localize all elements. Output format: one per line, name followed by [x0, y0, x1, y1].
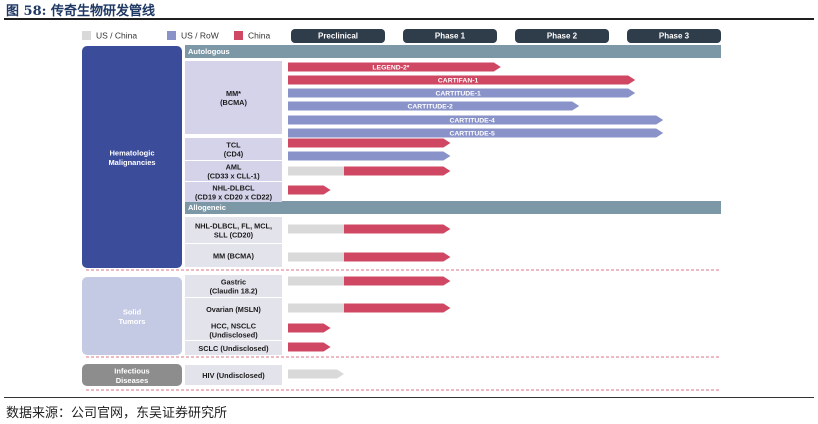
phase-label-0: Preclinical [318, 32, 358, 41]
program-bar-6 [288, 138, 451, 148]
target-label-8: HCC, NSCLC(Undisclosed) [209, 322, 258, 340]
program-bar-5 [288, 128, 664, 138]
program-name-1: CARTIFAN-1 [438, 78, 479, 85]
target-box-7 [185, 298, 282, 320]
bottom-rule [4, 397, 814, 398]
program-bar-3 [288, 101, 580, 111]
target-label-2: AML(CD33 x CLL-1) [207, 163, 260, 181]
program-bar-4 [288, 115, 664, 125]
legend-swatch-us_china [82, 31, 91, 40]
program-bar-base-10 [288, 224, 344, 234]
program-name-2: CARTITUDE-1 [435, 91, 481, 98]
target-label-0: MM*(BCMA) [220, 89, 247, 107]
section-label-1: Allogeneic [188, 203, 226, 212]
target-label-5: MM (BCMA) [213, 252, 255, 261]
section-bar-1 [185, 201, 721, 214]
section-bar-0 [185, 45, 721, 58]
category-block-0 [82, 46, 182, 268]
phase-header-3 [627, 29, 721, 43]
program-bar-13 [344, 303, 451, 313]
target-box-2 [185, 161, 282, 181]
category-block-2 [82, 364, 182, 386]
legend-swatch-us_row [167, 31, 176, 40]
phase-label-1: Phase 1 [435, 32, 466, 41]
program-bar-7 [288, 151, 451, 161]
program-name-0: LEGEND-2* [372, 65, 409, 72]
program-bar-15 [288, 342, 331, 352]
target-box-1 [185, 138, 282, 160]
category-block-1 [82, 277, 182, 355]
program-bar-2 [288, 88, 636, 98]
target-box-9 [185, 341, 282, 355]
program-bar-base-8 [288, 166, 344, 176]
program-name-3: CARTITUDE-2 [407, 104, 453, 111]
legend-label-us_row: US / RoW [181, 31, 219, 41]
phase-header-0 [291, 29, 385, 43]
program-bar-base-12 [288, 276, 344, 286]
legend-label-us_china: US / China [96, 31, 137, 41]
target-box-0 [185, 61, 282, 134]
target-box-5 [185, 244, 282, 267]
program-bar-16 [288, 369, 344, 379]
phase-header-1 [403, 29, 497, 43]
target-box-3 [185, 182, 282, 202]
target-box-10 [185, 365, 282, 385]
target-box-6 [185, 275, 282, 297]
program-bar-0 [288, 62, 501, 72]
target-label-9: SCLC (Undisclosed) [198, 344, 269, 353]
program-bar-14 [288, 323, 331, 333]
target-label-10: HIV (Undisclosed) [202, 371, 265, 380]
target-label-1: TCL(CD4) [224, 141, 244, 159]
legend-label-china: China [248, 31, 270, 41]
section-label-0: Autologous [188, 47, 230, 56]
figure-title: 图 58: 传奇生物研发管线 [6, 4, 155, 19]
target-label-4: NHL-DLBCL, FL, MCL,SLL (CD20) [195, 222, 272, 240]
program-bar-12 [344, 276, 451, 286]
target-label-6: Gastric(Claudin 18.2) [210, 278, 258, 296]
program-bar-11 [344, 252, 451, 262]
phase-header-2 [515, 29, 609, 43]
program-bar-base-11 [288, 252, 344, 262]
target-box-4 [185, 217, 282, 243]
program-name-5: CARTITUDE-5 [449, 131, 495, 138]
source-note: 数据来源：公司官网，东吴证券研究所 [6, 406, 228, 421]
target-label-7: Ovarian (MSLN) [206, 305, 261, 314]
program-name-4: CARTITUDE-4 [449, 118, 495, 125]
top-rule [4, 18, 814, 20]
target-label-3: NHL-DLBCL(CD19 x CD20 x CD22) [195, 184, 273, 202]
program-bar-1 [288, 75, 636, 85]
phase-label-2: Phase 2 [547, 32, 578, 41]
target-box-8 [185, 320, 282, 340]
program-bar-base-13 [288, 303, 344, 313]
program-bar-8 [344, 166, 451, 176]
program-bar-10 [344, 224, 451, 234]
legend-swatch-china [234, 31, 243, 40]
program-bar-9 [288, 185, 331, 195]
phase-label-3: Phase 3 [659, 32, 690, 41]
